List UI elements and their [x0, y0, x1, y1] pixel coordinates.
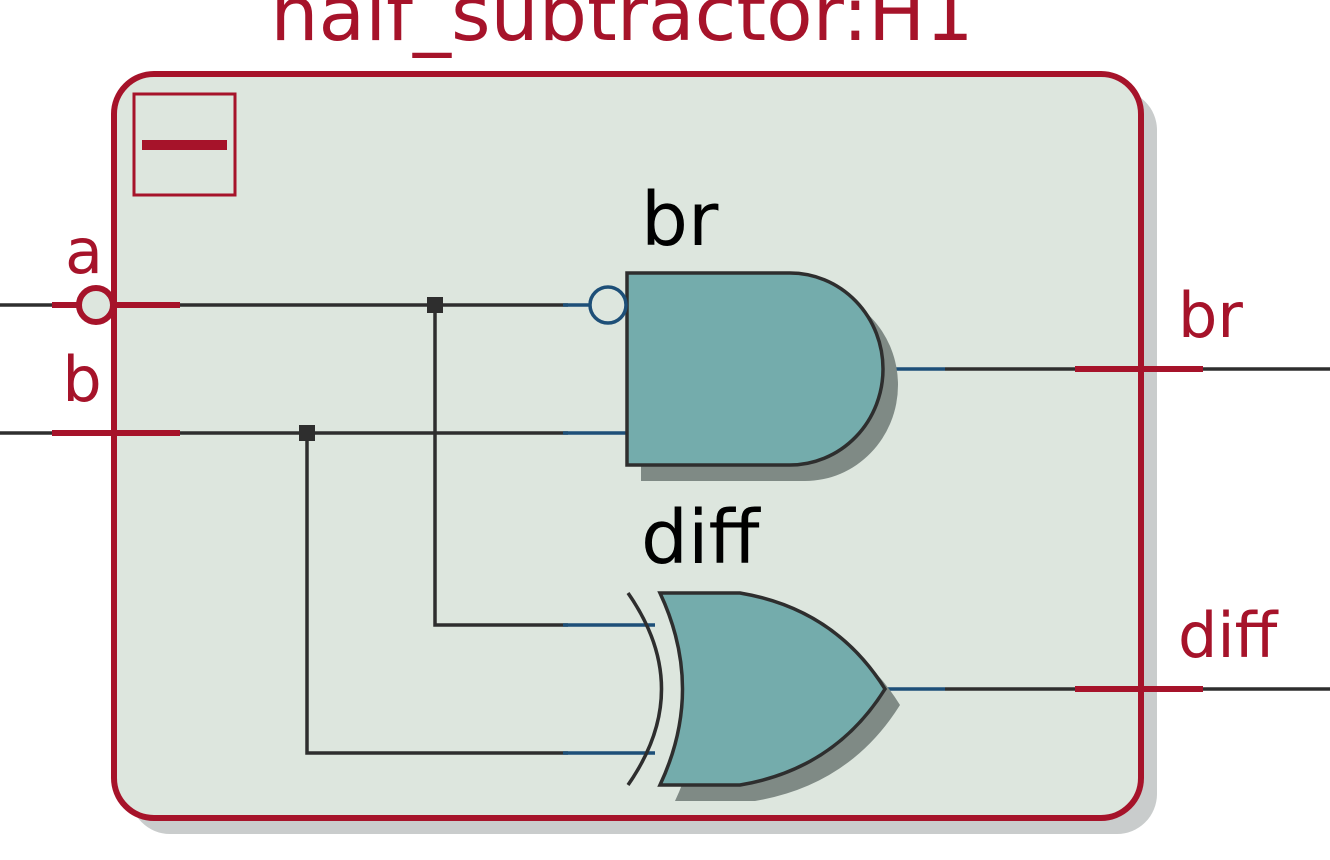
junction-dot-b [299, 425, 315, 441]
and-gate-br[interactable] [588, 271, 898, 481]
port-label-diff: diff [1178, 599, 1279, 672]
xor-input-arc [626, 591, 664, 787]
external-wires [0, 303, 1330, 691]
gate-instance-label-diff: diff [641, 495, 762, 581]
wire-b-to-xor [305, 433, 568, 755]
xor-gate-diff[interactable] [626, 591, 900, 801]
port-label-br: br [1178, 279, 1243, 352]
input-inverter-bubble-icon [76, 285, 116, 325]
gate-instance-label-br: br [641, 177, 719, 263]
inverter-bubble-icon [588, 285, 628, 325]
xor-gate-body [657, 591, 888, 787]
wire-a-to-xor [433, 305, 568, 627]
input-port-a[interactable] [52, 285, 180, 325]
junction-dot-a [427, 297, 443, 313]
and-gate-body [625, 271, 885, 467]
module-title: half_subtractor:H1 [270, 0, 973, 58]
minus-collapse-icon[interactable] [132, 92, 237, 197]
port-label-b: b [62, 343, 101, 416]
port-label-a: a [65, 215, 103, 288]
internal-wires [175, 297, 1078, 755]
